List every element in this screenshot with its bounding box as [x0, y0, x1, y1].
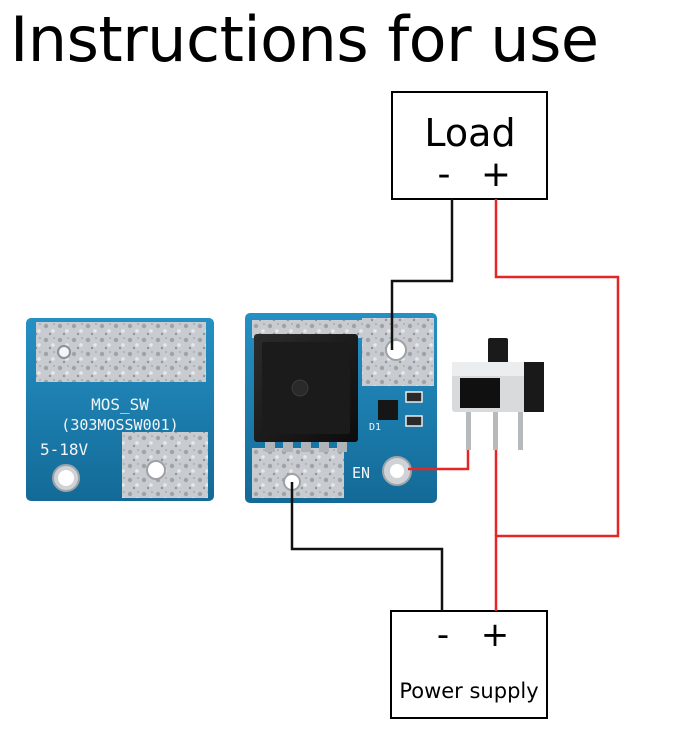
- power-supply-label: Power supply: [399, 679, 538, 703]
- en-pin-label: EN: [352, 464, 370, 482]
- right-pcb-board: D1 EN: [245, 313, 437, 503]
- load-box: Load - +: [391, 91, 548, 200]
- resistor-2: [405, 415, 423, 427]
- mosfet-chip: [254, 334, 358, 452]
- board-voltage-label: 5-18V: [40, 440, 89, 459]
- power-negative-wire: [290, 482, 444, 611]
- power-supply-box: - + Power supply: [390, 610, 548, 719]
- component-designator: D1: [369, 422, 381, 433]
- load-plus-terminal: +: [481, 154, 511, 195]
- board-name-label: MOS_SW: [91, 395, 149, 414]
- load-label: Load: [424, 111, 515, 155]
- load-positive-wire: [494, 199, 620, 611]
- power-minus-terminal: -: [437, 615, 449, 655]
- left-pcb-board: MOS_SW (303MOSSW001) 5-18V: [26, 318, 214, 501]
- small-transistor: [378, 400, 398, 420]
- negative-wires: [290, 199, 454, 611]
- resistor-1: [405, 391, 423, 403]
- load-minus-terminal: -: [438, 154, 451, 195]
- page-title: Instructions for use: [10, 3, 599, 76]
- load-negative-wire: [390, 199, 454, 350]
- slide-switch: [452, 338, 544, 450]
- enable-wire: [408, 450, 470, 471]
- positive-wires: [408, 199, 620, 611]
- power-plus-terminal: +: [481, 615, 510, 655]
- board-model-label: (303MOSSW001): [61, 416, 178, 434]
